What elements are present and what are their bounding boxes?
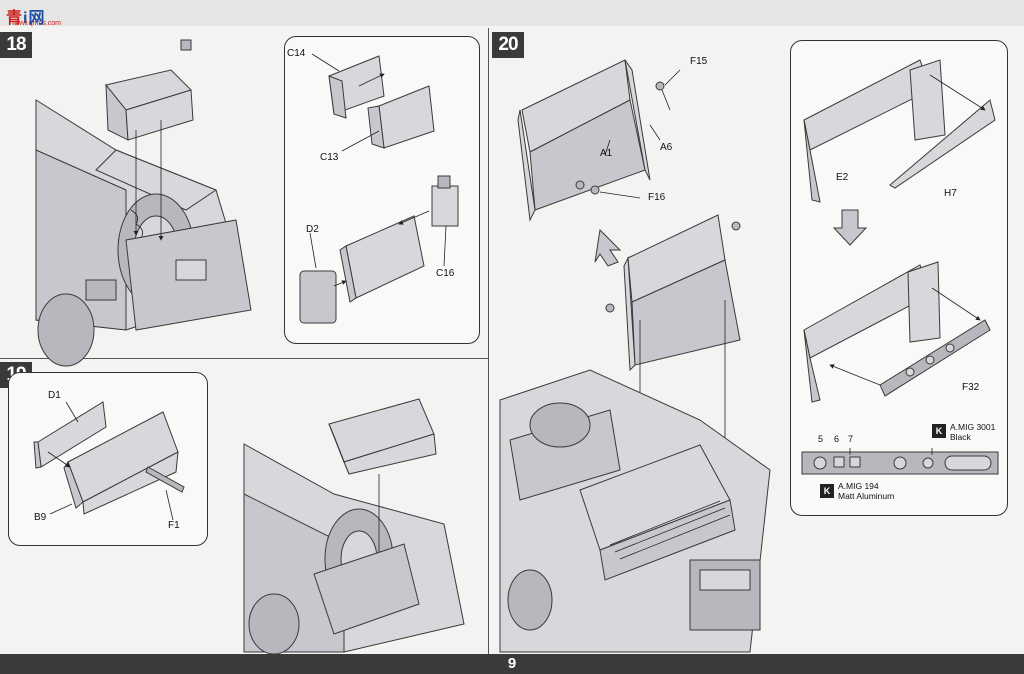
- label-D2: D2: [306, 224, 319, 235]
- step-18-vehicle-illustration: [35, 39, 252, 367]
- watermark-url: www.qhms.com: [12, 20, 62, 27]
- label-C14: C14: [287, 48, 306, 59]
- label-H7: H7: [944, 188, 957, 199]
- step-18-parts-illustration: [299, 53, 459, 324]
- paint-aluminum-swatch-icon: K: [820, 484, 834, 498]
- top-strip: 青i网 www.qhms.com: [0, 0, 1024, 27]
- step-20-badge: 20: [492, 32, 524, 58]
- label-A6: A6: [660, 142, 673, 153]
- label-F16: F16: [648, 192, 666, 203]
- horizontal-divider: [0, 358, 488, 359]
- step-19-parts-illustration: [33, 401, 185, 521]
- paint-marker-6: 6: [834, 434, 840, 444]
- label-E2: E2: [836, 172, 849, 183]
- paint-black-swatch-icon: K: [932, 424, 946, 438]
- label-F15: F15: [690, 56, 708, 67]
- label-A1: A1: [600, 148, 613, 159]
- page-number: 9: [507, 655, 517, 672]
- label-C13: C13: [320, 152, 339, 163]
- step-18-badge: 18: [0, 32, 32, 58]
- label-D1: D1: [48, 390, 61, 401]
- paint-aluminum-code: A.MIG 194: [838, 481, 879, 491]
- step-20-main-illustration: [499, 59, 771, 653]
- label-F1: F1: [168, 520, 180, 531]
- paint-black-code: A.MIG 3001: [950, 422, 996, 432]
- paint-black-name: Black: [950, 432, 971, 442]
- label-B9: B9: [34, 512, 47, 523]
- label-C16: C16: [436, 268, 455, 279]
- step-19-vehicle-illustration: [243, 398, 465, 655]
- watermark-logo: 青i网: [6, 10, 46, 27]
- paint-aluminum-name: Matt Aluminum: [838, 491, 895, 501]
- page-footer: 9: [0, 654, 1024, 674]
- paint-marker-5: 5: [818, 434, 824, 444]
- paint-marker-7: 7: [848, 434, 854, 444]
- step-20-detail-illustration: [801, 59, 999, 475]
- vertical-divider: [488, 28, 489, 654]
- label-F32: F32: [962, 382, 980, 393]
